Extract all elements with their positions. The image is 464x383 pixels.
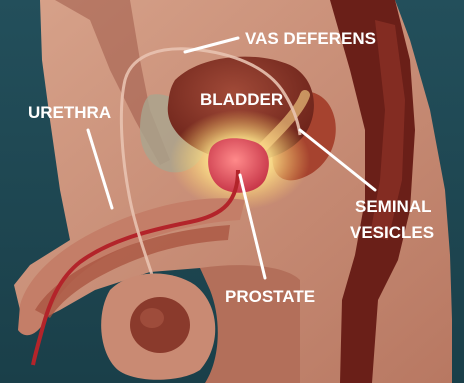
label-seminal-vesicles-line1: SEMINAL: [355, 197, 432, 216]
label-vas-deferens: VAS DEFERENS: [245, 29, 376, 48]
label-bladder: BLADDER: [200, 90, 283, 109]
label-prostate: PROSTATE: [225, 287, 315, 306]
testis-highlight: [140, 308, 164, 328]
label-seminal-vesicles-line2: VESICLES: [350, 223, 434, 242]
label-urethra: URETHRA: [28, 103, 111, 122]
